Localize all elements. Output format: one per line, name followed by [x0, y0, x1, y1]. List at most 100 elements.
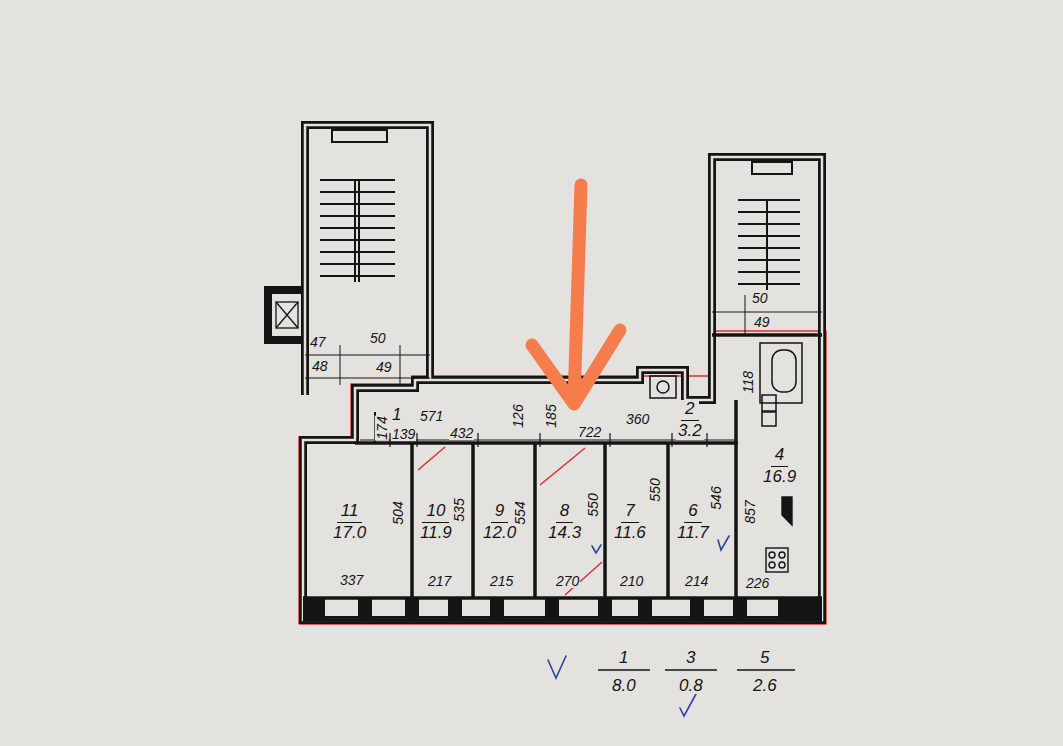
room-label: 611.7	[675, 502, 711, 542]
stair-step	[320, 263, 395, 265]
stair-step	[738, 223, 800, 225]
pointer-arrow	[532, 185, 620, 404]
dimension-label: 337	[339, 573, 364, 587]
room-number: 2	[681, 400, 698, 421]
grid-line	[305, 378, 430, 379]
room-number: 1	[390, 406, 403, 425]
dimension-label: 217	[427, 574, 452, 588]
pier	[303, 598, 325, 620]
outer-wall	[303, 157, 822, 620]
dimension-label: 49	[375, 360, 393, 374]
stair-step	[738, 271, 800, 273]
pier	[778, 598, 822, 620]
room-number: 7	[621, 502, 638, 523]
arrow-head	[532, 330, 620, 404]
room-number: 9	[491, 502, 508, 523]
dimension-label: 215	[489, 574, 514, 588]
area-fraction: 3	[685, 649, 696, 666]
pier	[490, 598, 504, 620]
stair-step	[738, 283, 800, 285]
sink-symbol	[782, 497, 792, 525]
dim-tick	[477, 433, 478, 447]
dim-tick	[706, 433, 707, 447]
check-mark	[548, 656, 566, 678]
burner	[769, 562, 775, 568]
partition	[533, 443, 537, 598]
fraction-bar	[598, 669, 650, 671]
arrow-shaft	[574, 185, 581, 402]
dimension-label: 550	[648, 477, 662, 502]
sink	[762, 395, 776, 411]
lift-symbol	[276, 302, 298, 328]
fraction-bars	[598, 669, 795, 671]
stair-step	[320, 227, 395, 229]
dimension-label: 546	[709, 485, 723, 510]
room-area: 11.7	[675, 523, 711, 543]
stair-step	[320, 191, 395, 193]
dimension-label: 270	[555, 574, 580, 588]
dim-tick	[539, 433, 540, 447]
window-piers	[303, 598, 822, 620]
wall-inner-line	[303, 157, 822, 620]
stove-box	[766, 548, 788, 572]
area-fraction: 0.8	[678, 677, 704, 694]
stair-step	[320, 179, 395, 181]
grid-line	[305, 355, 430, 356]
red-marks	[418, 447, 602, 595]
grid-line	[745, 295, 746, 335]
room-area: 11.9	[418, 523, 454, 543]
grid-line	[340, 345, 341, 385]
room-area: 11.6	[612, 523, 648, 543]
wall-inner-line	[305, 125, 430, 395]
room-label: 416.9	[761, 446, 798, 486]
dimension-label: 214	[684, 574, 709, 588]
burner	[779, 562, 785, 568]
room-label: 711.6	[612, 502, 648, 542]
dimension-label: 722	[577, 425, 602, 439]
dimension-label: 857	[743, 499, 757, 524]
stair-step	[738, 235, 800, 237]
dimension-label: 185	[544, 403, 558, 428]
red-hatch	[418, 447, 445, 470]
burner	[779, 552, 785, 558]
vent-box	[650, 376, 676, 398]
stair-step	[738, 259, 800, 261]
vent-symbol	[650, 376, 676, 398]
stair-rail	[354, 180, 356, 282]
partition	[471, 443, 475, 598]
area-fraction: 5	[759, 649, 770, 666]
dimension-label: 504	[391, 500, 405, 525]
dimension-label: 126	[511, 403, 525, 428]
bathtub	[772, 350, 796, 392]
room-number: 4	[771, 446, 788, 467]
dimension-label: 174	[375, 415, 389, 440]
stair-step	[738, 247, 800, 249]
room-area: 16.9	[761, 467, 798, 487]
grid-line	[712, 312, 822, 313]
dimension-label: 139	[391, 427, 416, 441]
dimension-label: 535	[452, 497, 466, 522]
pier	[690, 598, 704, 620]
partition	[734, 400, 738, 598]
pier	[358, 598, 372, 620]
area-fraction: 8.0	[611, 677, 637, 694]
dimension-label: 210	[619, 574, 644, 588]
fraction-bar	[737, 669, 795, 671]
dimension-label: 571	[419, 409, 444, 423]
room-area: 17.0	[331, 523, 368, 543]
room-label: 814.3	[546, 502, 583, 542]
dimension-label: 48	[311, 359, 329, 373]
room-number: 8	[556, 502, 573, 523]
bath-wall	[760, 343, 802, 403]
grid-line	[400, 345, 401, 385]
stair-step	[320, 239, 395, 241]
area-fraction: 1	[618, 649, 629, 666]
stair-step	[320, 275, 395, 277]
room-label: 23.2	[676, 400, 704, 440]
lift-wall	[268, 290, 305, 340]
stair-rail	[766, 200, 768, 290]
bathroom	[760, 343, 802, 426]
dim-tick	[609, 433, 610, 447]
wall-inner	[303, 125, 822, 620]
